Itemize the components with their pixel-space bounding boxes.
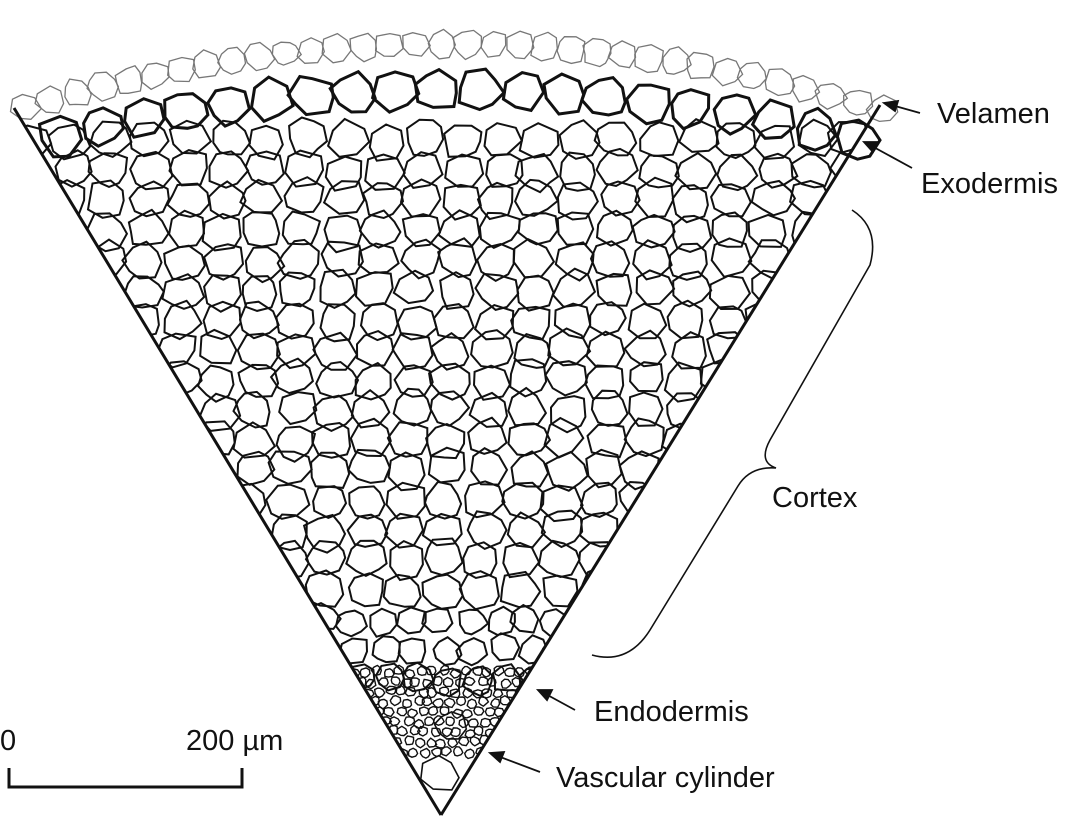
scale-end-label: 200 µm	[186, 725, 284, 757]
vascular-cylinder-cells	[348, 664, 537, 791]
scale-start-label: 0	[0, 725, 17, 757]
label-cortex: Cortex	[772, 482, 858, 514]
label-vascular-cylinder: Vascular cylinder	[556, 762, 775, 794]
wedge-right-edge	[439, 104, 882, 816]
label-velamen: Velamen	[937, 98, 1050, 130]
arrows	[487, 99, 921, 773]
cortex-cells	[14, 116, 872, 698]
label-exodermis: Exodermis	[921, 168, 1058, 200]
exodermis-arrowhead	[861, 141, 880, 154]
exodermis-layer	[37, 67, 882, 161]
vascular-cylinder-arrowhead	[487, 750, 506, 764]
scale-bar	[7, 768, 244, 789]
wedge-left-edge	[12, 107, 443, 816]
cortex-brace	[591, 209, 874, 659]
endodermis-arrowhead	[535, 689, 554, 702]
label-endodermis: Endodermis	[594, 696, 749, 728]
velamen-arrowhead	[881, 99, 900, 113]
velamen-layer	[9, 28, 899, 123]
